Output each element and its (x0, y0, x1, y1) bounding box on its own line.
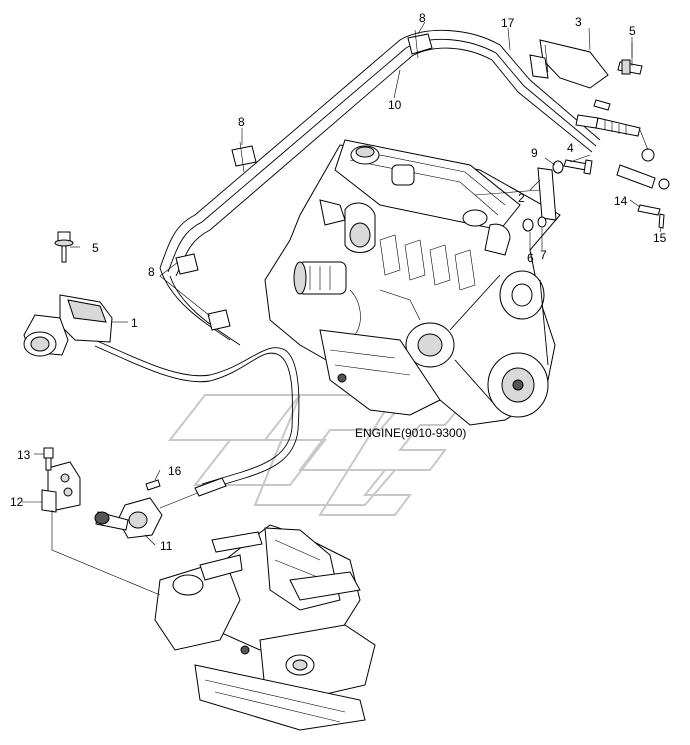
cable-end-upper (575, 114, 655, 162)
callout-16: 16 (168, 464, 182, 478)
callout-9: 9 (531, 146, 538, 160)
callout-8-middle: 8 (238, 115, 245, 129)
washer-9 (552, 160, 564, 174)
screw-upper-right (593, 99, 611, 111)
callout-3: 3 (575, 15, 582, 29)
throttle-cable-loop (159, 29, 601, 346)
cable-clamp-middle (231, 141, 257, 173)
cable-clamp-left-upper (175, 253, 199, 275)
cable-clamp-left-lower (207, 309, 231, 331)
callout-4: 4 (567, 141, 574, 155)
callout-6: 6 (527, 251, 534, 265)
engine-assembly (264, 139, 561, 426)
bolt-13 (43, 447, 54, 471)
engine-label: ENGINE(9010-9300) (355, 426, 466, 440)
callout-8-left: 8 (148, 265, 155, 279)
bracket-2 (537, 167, 557, 221)
callout-17: 17 (501, 16, 515, 30)
callout-14: 14 (614, 194, 628, 208)
bolt-5-left (54, 231, 74, 263)
stop-solenoid-1 (23, 294, 113, 357)
leader-line-2-engine (474, 189, 541, 196)
callout-2: 2 (518, 191, 525, 205)
operator-seat (154, 524, 376, 731)
stop-cable (94, 339, 300, 491)
leader-lines (22, 21, 662, 596)
callout-13: 13 (17, 448, 31, 462)
bracket-12 (41, 461, 81, 513)
callout-5-right: 5 (629, 24, 636, 38)
callout-1: 1 (131, 316, 138, 330)
screw-16 (145, 479, 161, 491)
bolt-5-right (617, 42, 643, 75)
bolt-4 (563, 159, 593, 175)
nut-6 (522, 218, 534, 232)
callout-10: 10 (388, 98, 402, 112)
cable-clamp-top (407, 29, 433, 59)
watermark-logo (167, 394, 473, 516)
callout-12: 12 (10, 495, 24, 509)
pin-15 (658, 213, 665, 229)
callout-11: 11 (160, 539, 173, 553)
bolt-14 (637, 204, 661, 216)
hand-throttle-lever-11 (94, 477, 227, 539)
callout-7: 7 (540, 248, 547, 262)
nut-7 (537, 216, 547, 228)
callout-5-left: 5 (92, 241, 99, 255)
bracket-3 (529, 39, 609, 89)
callout-15: 15 (653, 231, 667, 245)
callout-8-top: 8 (419, 11, 426, 25)
cable-end-lower (616, 164, 670, 190)
